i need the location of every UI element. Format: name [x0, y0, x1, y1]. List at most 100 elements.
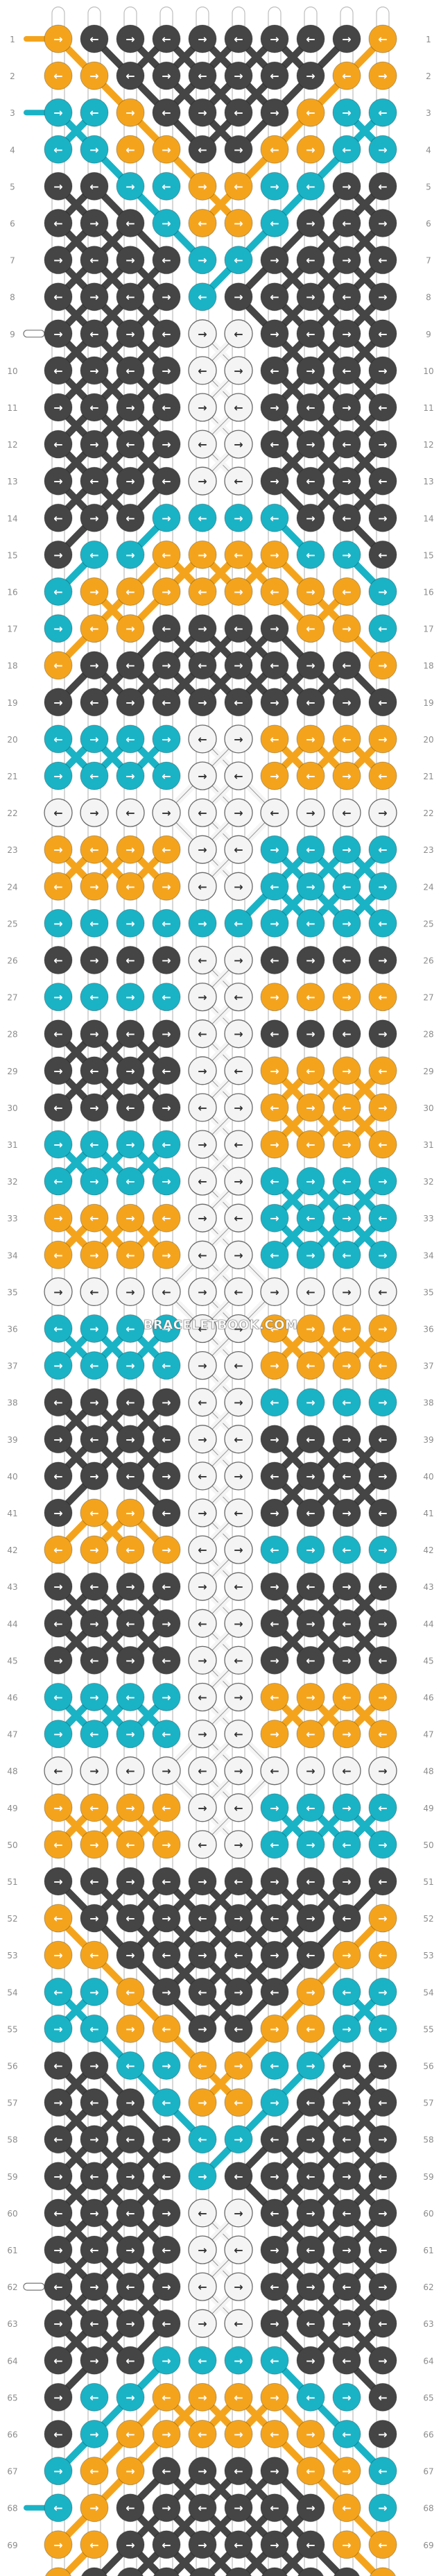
knot-arrow-icon: → [198, 1138, 207, 1151]
knot-arrow-icon: ← [126, 217, 135, 230]
knot-arrow-icon: ← [270, 1691, 279, 1704]
knot [368, 61, 397, 90]
knot-arrow-icon: → [342, 1065, 351, 1078]
row-number-right: 58 [423, 2135, 433, 2145]
knot [152, 2346, 181, 2375]
knot [44, 356, 73, 385]
knot [80, 835, 109, 864]
knot [152, 319, 181, 348]
knot [332, 393, 361, 422]
knot-arrow-icon: → [162, 143, 171, 156]
knot [116, 1904, 145, 1933]
knot-arrow-icon: ← [126, 1617, 135, 1630]
row-number-left: 6 [10, 219, 15, 229]
row-number-right: 30 [423, 1103, 433, 1113]
knot [332, 1645, 361, 1675]
knot-arrow-icon: ← [53, 2428, 62, 2441]
knot-arrow-icon: ← [306, 991, 315, 1004]
knot [260, 171, 289, 201]
knot [296, 1867, 325, 1896]
knot-arrow-icon: → [198, 33, 207, 46]
knot [296, 393, 325, 422]
knot-arrow-icon: → [342, 2539, 351, 2552]
knot-arrow-icon: → [378, 1028, 387, 1041]
knot [80, 1683, 109, 1711]
knot [153, 2567, 180, 2576]
knot-arrow-icon: → [306, 1101, 315, 1115]
knot-arrow-icon: → [306, 1248, 315, 1262]
knot-arrow-icon: → [162, 1765, 171, 1778]
knot [44, 724, 73, 754]
row-number-left: 44 [7, 1619, 17, 1629]
knot-arrow-icon: ← [306, 2244, 315, 2257]
knot-arrow-icon: → [234, 954, 243, 967]
row-number-left: 50 [7, 1840, 17, 1850]
row-number-left: 22 [7, 808, 17, 818]
knot [80, 1425, 109, 1454]
knot [44, 2272, 73, 2301]
knot [116, 1314, 145, 1343]
knot-arrow-icon: ← [162, 696, 171, 709]
knot-arrow-icon: → [198, 1949, 207, 1962]
knot [116, 1830, 145, 1859]
knot [368, 2382, 397, 2412]
knot [188, 1756, 217, 1786]
knot-arrow-icon: ← [89, 106, 98, 119]
knot-arrow-icon: ← [53, 1323, 62, 1336]
knot [44, 2457, 73, 2486]
knot [224, 2125, 253, 2154]
knot-arrow-icon: → [306, 806, 315, 820]
knot-arrow-icon: ← [306, 696, 315, 709]
knot-arrow-icon: ← [378, 622, 387, 636]
knot-arrow-icon: ← [53, 586, 62, 599]
knot [368, 2420, 397, 2448]
knot-arrow-icon: ← [198, 1470, 207, 1483]
knot [188, 2014, 217, 2043]
knot [44, 908, 73, 938]
knot-arrow-icon: ← [234, 1359, 243, 1373]
knot [260, 2530, 289, 2559]
row-number-left: 49 [7, 1804, 17, 1813]
knot [44, 430, 73, 459]
knot-arrow-icon: ← [126, 2133, 135, 2146]
knot [152, 872, 181, 901]
knot-arrow-icon: → [342, 1359, 351, 1373]
knot [44, 282, 73, 312]
knot-arrow-icon: → [306, 2575, 315, 2576]
knot [152, 2420, 181, 2448]
row-number-right: 10 [423, 366, 433, 376]
knot [80, 1720, 109, 1749]
row-number-right: 26 [423, 956, 433, 966]
knot [296, 1130, 325, 1159]
knot [261, 2567, 288, 2576]
knot [332, 1498, 361, 1527]
knot-arrow-icon: → [234, 1396, 243, 1409]
knot [332, 24, 361, 53]
knot [260, 2051, 289, 2080]
knot-arrow-icon: ← [53, 2354, 62, 2367]
knot-arrow-icon: ← [378, 2170, 387, 2183]
knot-arrow-icon: → [306, 69, 315, 83]
knot-arrow-icon: ← [270, 1323, 279, 1336]
knot [80, 356, 109, 385]
row-number-left: 54 [7, 1988, 17, 1997]
row-number-right: 69 [423, 2541, 433, 2550]
knot-arrow-icon: ← [306, 254, 315, 267]
knot-arrow-icon: ← [89, 1433, 98, 1446]
knot [44, 1867, 73, 1896]
knot [296, 1940, 325, 1969]
row-number-left: 12 [7, 440, 17, 450]
knot-arrow-icon: ← [270, 954, 279, 967]
row-number-right: 37 [423, 1362, 433, 1371]
row-number-left: 46 [7, 1693, 17, 1703]
knot-arrow-icon: ← [89, 548, 98, 561]
knot-arrow-icon: ← [378, 1728, 387, 1741]
knot [260, 2162, 289, 2191]
row-number-right: 45 [423, 1656, 433, 1666]
knot [332, 1056, 361, 1085]
knot [116, 2457, 145, 2486]
knot-arrow-icon: → [270, 475, 279, 488]
knot-arrow-icon: → [89, 143, 98, 156]
knot [260, 577, 289, 606]
row-number-right: 51 [423, 1877, 433, 1887]
